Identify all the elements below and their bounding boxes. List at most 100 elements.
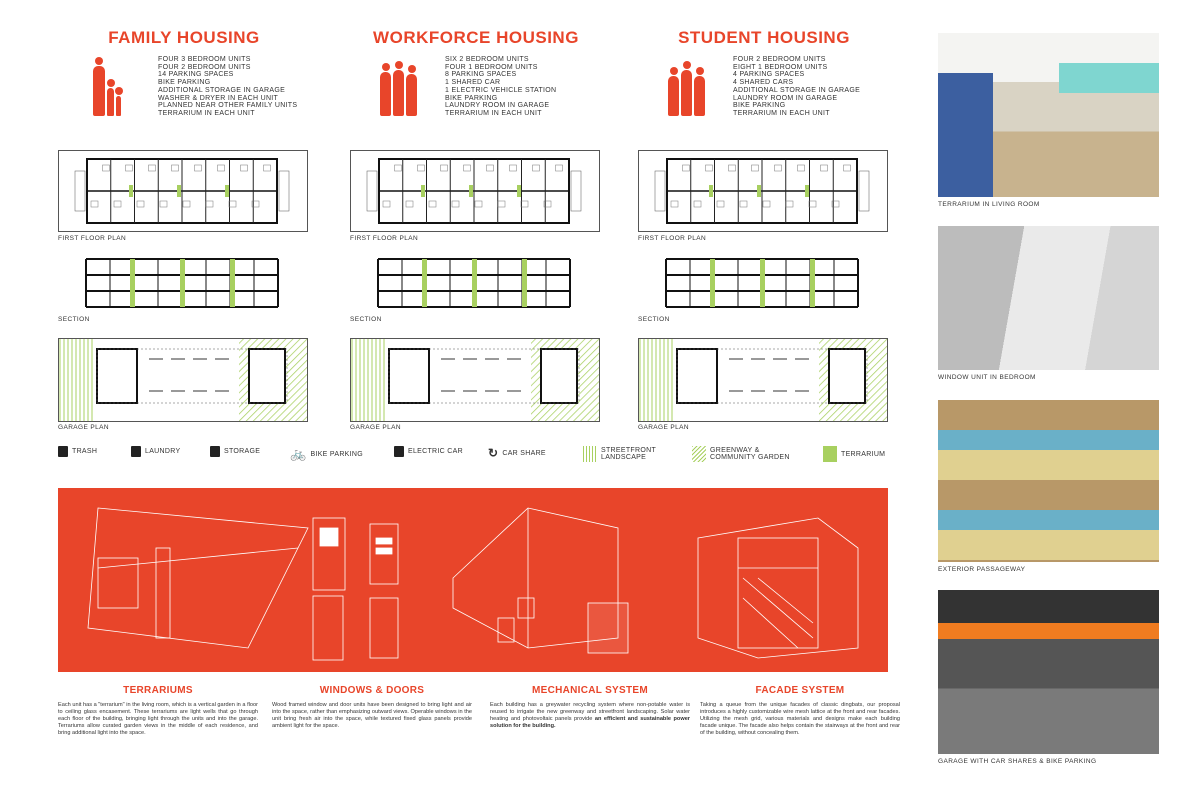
legend-item: STREETFRONT LANDSCAPE [583, 446, 656, 462]
person-silhouette-icon [114, 87, 123, 116]
description-bold: an efficient and sustainable power solut… [490, 716, 690, 729]
description-text: Each unit has a "terrarium" in the livin… [58, 702, 258, 737]
garage-plan-label: GARAGE PLAN [350, 424, 401, 431]
photo-caption: EXTERIOR PASSAGEWAY [938, 566, 1026, 573]
photo-caption: WINDOW UNIT IN BEDROOM [938, 374, 1036, 381]
trash-icon [58, 446, 68, 457]
photo-caption: GARAGE WITH CAR SHARES & BIKE PARKING [938, 758, 1097, 765]
streetfront-swatch [583, 446, 597, 462]
bike-icon: 🚲 [290, 446, 307, 461]
description-text: Wood framed window and door units have b… [272, 702, 472, 730]
legend-label: BIKE PARKING [310, 450, 363, 458]
description-2: MECHANICAL SYSTEM Each building has a gre… [490, 685, 690, 730]
feature-item: SIX 2 BEDROOM UNITS [445, 56, 529, 63]
feature-item: TERRARIUM IN EACH UNIT [733, 109, 830, 117]
section-drawing [350, 253, 598, 318]
description-text: Each building has a greywater recycling … [490, 702, 690, 730]
feature-item: 8 PARKING SPACES [445, 71, 517, 79]
systems-diagram-panel [58, 488, 888, 672]
first-floor-plan [350, 150, 600, 232]
feature-item: BIKE PARKING [445, 94, 498, 102]
first-floor-plan-label: FIRST FLOOR PLAN [638, 235, 707, 242]
feature-item: FOUR 3 BEDROOM UNITS [158, 56, 251, 63]
feature-item: EIGHT 1 BEDROOM UNITS [733, 63, 828, 71]
mechanical-sketch [452, 507, 629, 654]
greenway-swatch [692, 446, 706, 462]
legend-label: STREETFRONT LANDSCAPE [601, 447, 657, 461]
person-silhouette-icon [106, 79, 115, 116]
person-silhouette-icon [668, 67, 679, 116]
feature-item: LAUNDRY ROOM IN GARAGE [733, 94, 838, 102]
housing-title: WORKFORCE HOUSING [373, 28, 579, 47]
feature-item: FOUR 1 BEDROOM UNITS [445, 63, 538, 71]
garage-plan [58, 338, 308, 422]
garage-plan [350, 338, 600, 422]
legend-item: TERRARIUM [823, 446, 885, 462]
render-photo-3 [938, 590, 1159, 754]
feature-item: TERRARIUM IN EACH UNIT [158, 109, 255, 117]
legend-label: LAUNDRY [145, 448, 181, 455]
first-floor-plan [638, 150, 888, 232]
legend-label: CAR SHARE [502, 449, 546, 457]
terrarium-swatch [823, 446, 837, 462]
section-label: SECTION [638, 316, 670, 323]
description-body: Each building has a greywater recycling … [490, 702, 690, 722]
terrarium-sketch [87, 507, 309, 649]
feature-item: 4 SHARED CARS [733, 79, 794, 87]
legend-item: GREENWAY & COMMUNITY GARDEN [692, 446, 790, 462]
housing-title: STUDENT HOUSING [678, 28, 850, 47]
render-photo-0 [938, 33, 1159, 197]
legend-item: ELECTRIC CAR [394, 446, 463, 457]
section-label: SECTION [350, 316, 382, 323]
description-title: FACADE SYSTEM [755, 685, 845, 696]
people-icon [93, 56, 148, 116]
garage-plan [638, 338, 888, 422]
person-silhouette-icon [393, 61, 404, 116]
legend-label: TERRARIUM [841, 450, 886, 458]
feature-item: WASHER & DRYER IN EACH UNIT [158, 94, 279, 102]
legend-label: ELECTRIC CAR [408, 448, 463, 455]
feature-item: FOUR 2 BEDROOM UNITS [733, 56, 826, 63]
legend-item: ↻CAR SHARE [488, 446, 546, 460]
description-body: Each unit has a "terrarium" in the livin… [58, 702, 258, 736]
feature-item: FOUR 2 BEDROOM UNITS [158, 63, 251, 71]
description-title: MECHANICAL SYSTEM [531, 685, 649, 696]
section-drawing [638, 253, 886, 318]
garage-plan-label: GARAGE PLAN [638, 424, 689, 431]
render-photo-2 [938, 400, 1159, 562]
legend: TRASH LAUNDRY STORAGE 🚲BIKE PARKING ELECTRIC… [58, 446, 898, 466]
housing-title: FAMILY HOUSING [108, 28, 260, 47]
person-silhouette-icon [93, 57, 105, 116]
windows-doors-sketch [312, 517, 399, 661]
person-silhouette-icon [380, 63, 391, 116]
legend-label: STORAGE [224, 448, 261, 455]
description-3: FACADE SYSTEM Taking a queue from the uni… [700, 685, 900, 737]
plug-icon [394, 446, 404, 457]
legend-label: TRASH [72, 448, 98, 455]
feature-item: BIKE PARKING [158, 79, 211, 87]
section-drawing [58, 253, 306, 318]
facade-sketch [697, 517, 859, 659]
laundry-icon [131, 446, 141, 457]
first-floor-plan [58, 150, 308, 232]
legend-item: LAUNDRY [131, 446, 180, 457]
description-text: Taking a queue from the unique facades o… [700, 702, 900, 737]
feature-item: 1 ELECTRIC VEHICLE STATION [445, 86, 557, 94]
legend-item: TRASH [58, 446, 97, 457]
cabinets [1059, 63, 1159, 93]
description-body: Wood framed window and door units have b… [272, 702, 472, 729]
people-icon [380, 56, 435, 116]
storage-icon [210, 446, 220, 457]
person-silhouette-icon [406, 65, 417, 116]
feature-item: PLANNED NEAR OTHER FAMILY UNITS [158, 102, 298, 110]
feature-item: BIKE PARKING [733, 102, 786, 110]
description-body: Taking a queue from the unique facades o… [700, 702, 900, 736]
section-label: SECTION [58, 316, 90, 323]
legend-item: STORAGE [210, 446, 260, 457]
